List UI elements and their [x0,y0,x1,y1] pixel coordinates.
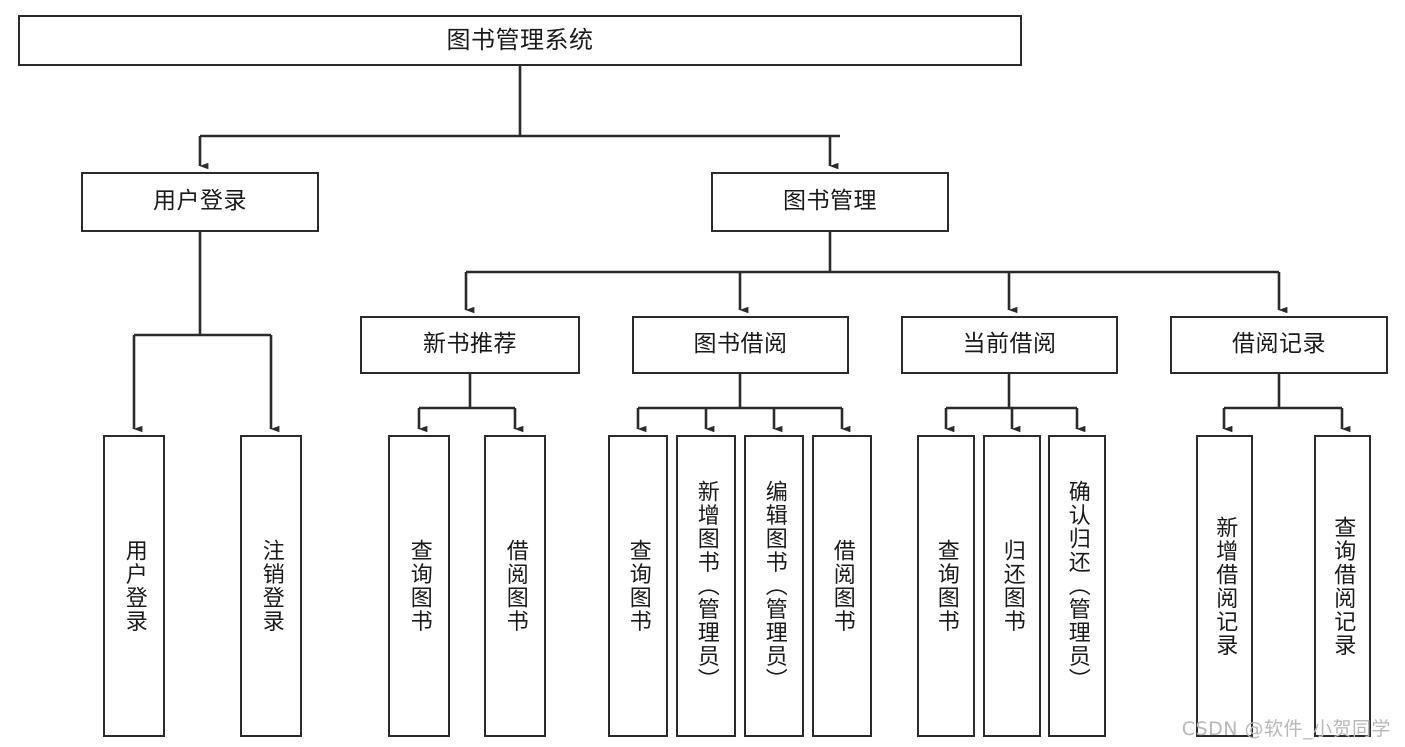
node-current-borrowing[interactable]: 当前借阅 [901,316,1118,374]
node-book-management-label: 图书管理 [783,188,877,215]
leaf-node-label: 查询图书 [933,539,959,633]
leaf-node-label: 编辑图书（管理员） [761,480,787,692]
leaf-node-label: 查询图书 [406,539,432,633]
leaf-node-label: 注销登录 [258,539,284,633]
leaf-node[interactable]: 编辑图书（管理员） [744,435,804,737]
leaf-node-label: 确认归还（管理员） [1064,480,1090,692]
node-root-label: 图书管理系统 [446,26,594,55]
leaf-node-label: 借阅图书 [502,539,528,633]
leaf-node[interactable]: 查询图书 [917,435,975,737]
leaf-node-label: 归还图书 [999,539,1025,633]
node-root-system[interactable]: 图书管理系统 [18,15,1022,66]
node-current-borrowing-label: 当前借阅 [962,331,1057,358]
leaf-node-label: 查询借阅记录 [1330,515,1356,657]
node-borrow-records[interactable]: 借阅记录 [1170,316,1388,374]
leaf-node[interactable]: 查询图书 [388,435,450,737]
leaf-node[interactable]: 用户登录 [103,435,165,737]
node-book-management[interactable]: 图书管理 [711,172,949,232]
node-user-login-label: 用户登录 [153,188,247,215]
leaf-node[interactable]: 新增借阅记录 [1196,435,1253,737]
leaf-node[interactable]: 归还图书 [983,435,1041,737]
leaf-node[interactable]: 查询借阅记录 [1314,435,1371,737]
leaf-node-label: 查询图书 [625,539,651,633]
leaf-node[interactable]: 确认归还（管理员） [1048,435,1106,737]
node-new-book-recommendation-label: 新书推荐 [423,331,517,358]
leaf-node[interactable]: 注销登录 [240,435,302,737]
leaf-node[interactable]: 借阅图书 [484,435,546,737]
leaf-node-label: 用户登录 [121,539,147,633]
leaf-node-label: 新增借阅记录 [1212,515,1238,657]
node-user-login[interactable]: 用户登录 [81,172,319,232]
node-borrow-records-label: 借阅记录 [1232,331,1326,358]
leaf-node[interactable]: 新增图书（管理员） [676,435,736,737]
leaf-node-label: 借阅图书 [829,539,855,633]
leaf-node[interactable]: 借阅图书 [812,435,872,737]
leaf-node[interactable]: 查询图书 [608,435,668,737]
node-new-book-recommendation[interactable]: 新书推荐 [360,316,580,374]
leaf-node-label: 新增图书（管理员） [693,480,719,692]
node-book-borrowing[interactable]: 图书借阅 [632,316,849,374]
node-book-borrowing-label: 图书借阅 [693,331,788,358]
